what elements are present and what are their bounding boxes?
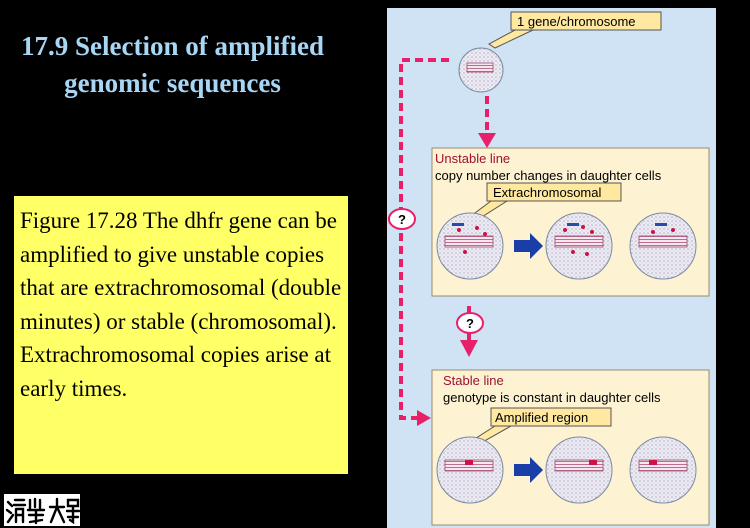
unstable-daughter-cell-2 <box>629 212 697 280</box>
stable-division-arrow <box>514 457 543 483</box>
stable-desc: genotype is constant in daughter cells <box>443 390 661 405</box>
question-mark-1: ? <box>398 212 406 227</box>
unstable-daughter-cell-1 <box>545 212 613 280</box>
question-badge-2: ? <box>456 312 484 334</box>
slide-title: 17.9 Selection of amplified genomic sequ… <box>21 31 324 98</box>
stable-title: Stable line <box>443 373 504 388</box>
top-label: 1 gene/chromosome <box>517 14 636 29</box>
top-callout: 1 gene/chromosome <box>488 11 662 49</box>
stable-callout: Amplified region <box>472 407 612 445</box>
question-mark-2: ? <box>466 316 474 331</box>
unstable-callout: Extrachromosomal <box>470 182 622 221</box>
arrow-to-unstable <box>478 133 496 148</box>
stable-panel: Stable line genotype is constant in daug… <box>431 369 710 526</box>
stable-daughter-cell-1 <box>545 436 613 504</box>
unstable-desc: copy number changes in daughter cells <box>435 168 662 183</box>
unstable-title: Unstable line <box>435 151 510 166</box>
unstable-callout-text: Extrachromosomal <box>493 185 601 200</box>
arrow-to-stable-cells <box>417 410 431 426</box>
unstable-panel: Unstable line copy number changes in dau… <box>431 147 710 297</box>
stable-daughter-cell-2 <box>629 436 697 504</box>
unstable-parent-cell <box>436 212 504 280</box>
unstable-division-arrow <box>514 233 543 259</box>
arrow-to-stable <box>460 340 478 357</box>
stable-callout-text: Amplified region <box>495 410 588 425</box>
initial-cell <box>458 47 504 93</box>
figure-caption: Figure 17.28 The dhfr gene can be amplif… <box>14 196 348 474</box>
university-logo <box>4 494 80 526</box>
stable-parent-cell <box>436 436 504 504</box>
amplification-diagram: 1 gene/chromosome ? ? Unstable line copy… <box>387 8 716 528</box>
question-badge-1: ? <box>388 208 416 230</box>
